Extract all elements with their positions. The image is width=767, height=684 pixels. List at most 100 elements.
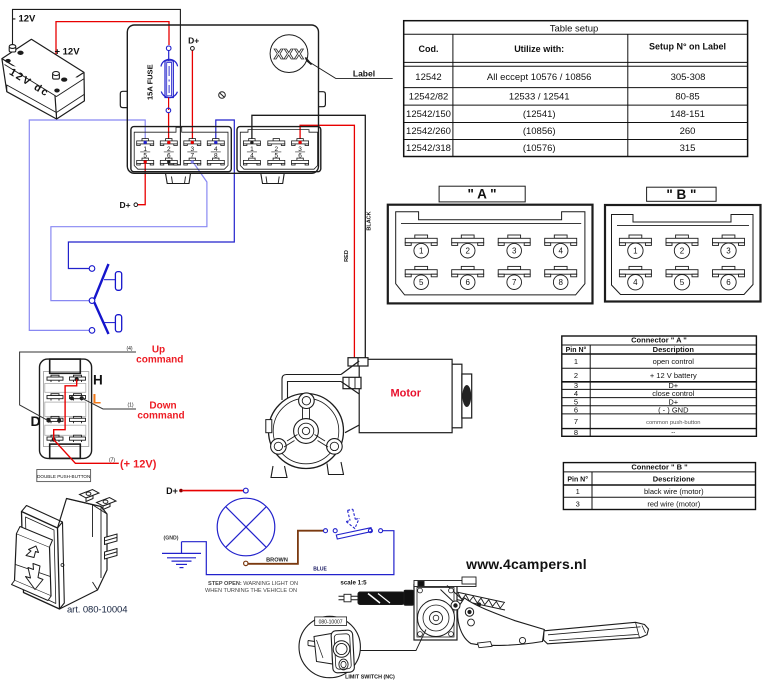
- svg-text:15A FUSE: 15A FUSE: [146, 64, 155, 100]
- svg-text:D: D: [31, 413, 41, 429]
- svg-text:WHEN TURNING THE VEHICLE ON: WHEN TURNING THE VEHICLE ON: [205, 588, 297, 594]
- svg-text:6: 6: [726, 278, 731, 287]
- svg-text:Up: Up: [152, 345, 165, 356]
- svg-text:8: 8: [574, 428, 578, 437]
- svg-text:DOUBLE PUSH-BUTTON: DOUBLE PUSH-BUTTON: [37, 474, 90, 479]
- svg-text:5: 5: [419, 278, 424, 287]
- svg-text:Down: Down: [149, 401, 176, 412]
- svg-text:Table setup: Table setup: [550, 23, 599, 34]
- svg-text:D+: D+: [668, 381, 678, 390]
- svg-text:2: 2: [167, 146, 171, 153]
- svg-text:RED: RED: [344, 250, 350, 262]
- svg-text:80-85: 80-85: [675, 92, 699, 103]
- svg-text:12542/260: 12542/260: [406, 126, 451, 137]
- svg-text:+ 12 V battery: + 12 V battery: [650, 371, 697, 380]
- svg-text:D+: D+: [119, 200, 130, 210]
- svg-text:(1): (1): [127, 403, 133, 409]
- svg-text:1: 1: [419, 247, 424, 256]
- svg-text:Utilize with:: Utilize with:: [514, 44, 564, 54]
- svg-text:1: 1: [576, 487, 580, 496]
- svg-text:--: --: [671, 430, 675, 436]
- svg-text:3: 3: [726, 247, 731, 256]
- svg-text:8: 8: [558, 278, 563, 287]
- svg-text:3: 3: [298, 146, 302, 153]
- svg-text:8: 8: [214, 153, 218, 160]
- svg-text:(4): (4): [126, 346, 132, 352]
- svg-text:(12541): (12541): [523, 109, 556, 120]
- svg-text:+ 12V: + 12V: [54, 47, 80, 58]
- svg-text:12542/82: 12542/82: [409, 92, 449, 103]
- svg-text:3: 3: [576, 500, 580, 509]
- svg-text:scale 1:5: scale 1:5: [340, 580, 367, 587]
- svg-text:Description: Description: [653, 345, 695, 354]
- svg-text:1: 1: [250, 146, 254, 153]
- svg-text:Motor: Motor: [391, 388, 422, 400]
- svg-text:3: 3: [190, 146, 194, 153]
- svg-text:148-151: 148-151: [670, 109, 705, 120]
- svg-text:(10576): (10576): [523, 143, 556, 154]
- svg-text:6: 6: [167, 153, 171, 160]
- svg-text:12542: 12542: [415, 72, 441, 83]
- svg-text:1: 1: [633, 247, 638, 256]
- svg-text:2: 2: [274, 146, 278, 153]
- svg-text:STEP OPEN: WARNING LIGHT ON: STEP OPEN: WARNING LIGHT ON: [208, 581, 298, 587]
- svg-text:4: 4: [574, 389, 578, 398]
- svg-text:4: 4: [633, 278, 638, 287]
- svg-text:www.4campers.nl: www.4campers.nl: [465, 556, 587, 572]
- svg-text:Label: Label: [353, 69, 375, 79]
- svg-text:5: 5: [680, 278, 685, 287]
- svg-text:common push-button: common push-button: [646, 420, 700, 426]
- svg-text:H: H: [93, 373, 103, 388]
- svg-text:LIMIT SWITCH (NC): LIMIT SWITCH (NC): [345, 675, 395, 681]
- svg-text:315: 315: [680, 143, 696, 154]
- svg-text:( - ) GND: ( - ) GND: [658, 406, 689, 415]
- svg-text:BLACK: BLACK: [367, 211, 373, 230]
- svg-text:BROWN: BROWN: [266, 557, 288, 563]
- svg-text:6: 6: [465, 278, 470, 287]
- svg-text:(GND): (GND): [164, 535, 179, 541]
- svg-text:command: command: [137, 410, 184, 421]
- svg-text:7: 7: [574, 417, 578, 426]
- svg-text:260: 260: [680, 126, 696, 137]
- svg-text:080-10007: 080-10007: [319, 619, 343, 625]
- svg-text:7: 7: [512, 278, 517, 287]
- svg-text:Connector " A ": Connector " A ": [631, 336, 687, 345]
- svg-text:5: 5: [574, 397, 578, 406]
- svg-text:D+: D+: [188, 36, 199, 46]
- svg-text:(7): (7): [109, 458, 115, 464]
- svg-text:305-308: 305-308: [671, 72, 706, 83]
- svg-text:5: 5: [143, 153, 147, 160]
- svg-text:7: 7: [190, 153, 194, 160]
- svg-text:Setup N° on Label: Setup N° on Label: [649, 42, 726, 52]
- svg-text:4: 4: [214, 146, 218, 153]
- svg-text:2: 2: [680, 247, 685, 256]
- svg-text:2: 2: [465, 247, 470, 256]
- svg-text:4: 4: [558, 247, 563, 256]
- svg-text:3: 3: [512, 247, 517, 256]
- svg-text:Pin N°: Pin N°: [567, 475, 588, 483]
- svg-text:1: 1: [143, 146, 147, 153]
- svg-text:1: 1: [574, 357, 578, 366]
- svg-text:command: command: [136, 354, 183, 365]
- svg-text:3: 3: [574, 381, 578, 390]
- svg-text:" B ": " B ": [666, 187, 696, 202]
- svg-text:2: 2: [574, 371, 578, 380]
- svg-text:Cod.: Cod.: [419, 44, 439, 54]
- svg-text:(+ 12V): (+ 12V): [120, 459, 157, 471]
- svg-text:(10856): (10856): [523, 126, 556, 137]
- svg-text:BLUE: BLUE: [313, 566, 327, 572]
- svg-text:4: 4: [250, 153, 254, 160]
- svg-text:Descrizione: Descrizione: [653, 475, 695, 484]
- svg-text:D+: D+: [668, 397, 678, 406]
- svg-text:D+: D+: [166, 486, 178, 496]
- svg-text:5: 5: [274, 153, 278, 160]
- svg-text:6: 6: [298, 153, 302, 160]
- svg-text:" A ": " A ": [467, 187, 496, 202]
- svg-text:open control: open control: [653, 357, 695, 366]
- svg-text:All eccept 10576 / 10856: All eccept 10576 / 10856: [487, 72, 592, 83]
- svg-text:- 12V: - 12V: [13, 14, 36, 25]
- svg-text:L: L: [93, 391, 102, 407]
- svg-text:6: 6: [574, 406, 578, 415]
- svg-text:art. 080-10004: art. 080-10004: [67, 605, 127, 616]
- svg-text:Pin N°: Pin N°: [566, 346, 587, 354]
